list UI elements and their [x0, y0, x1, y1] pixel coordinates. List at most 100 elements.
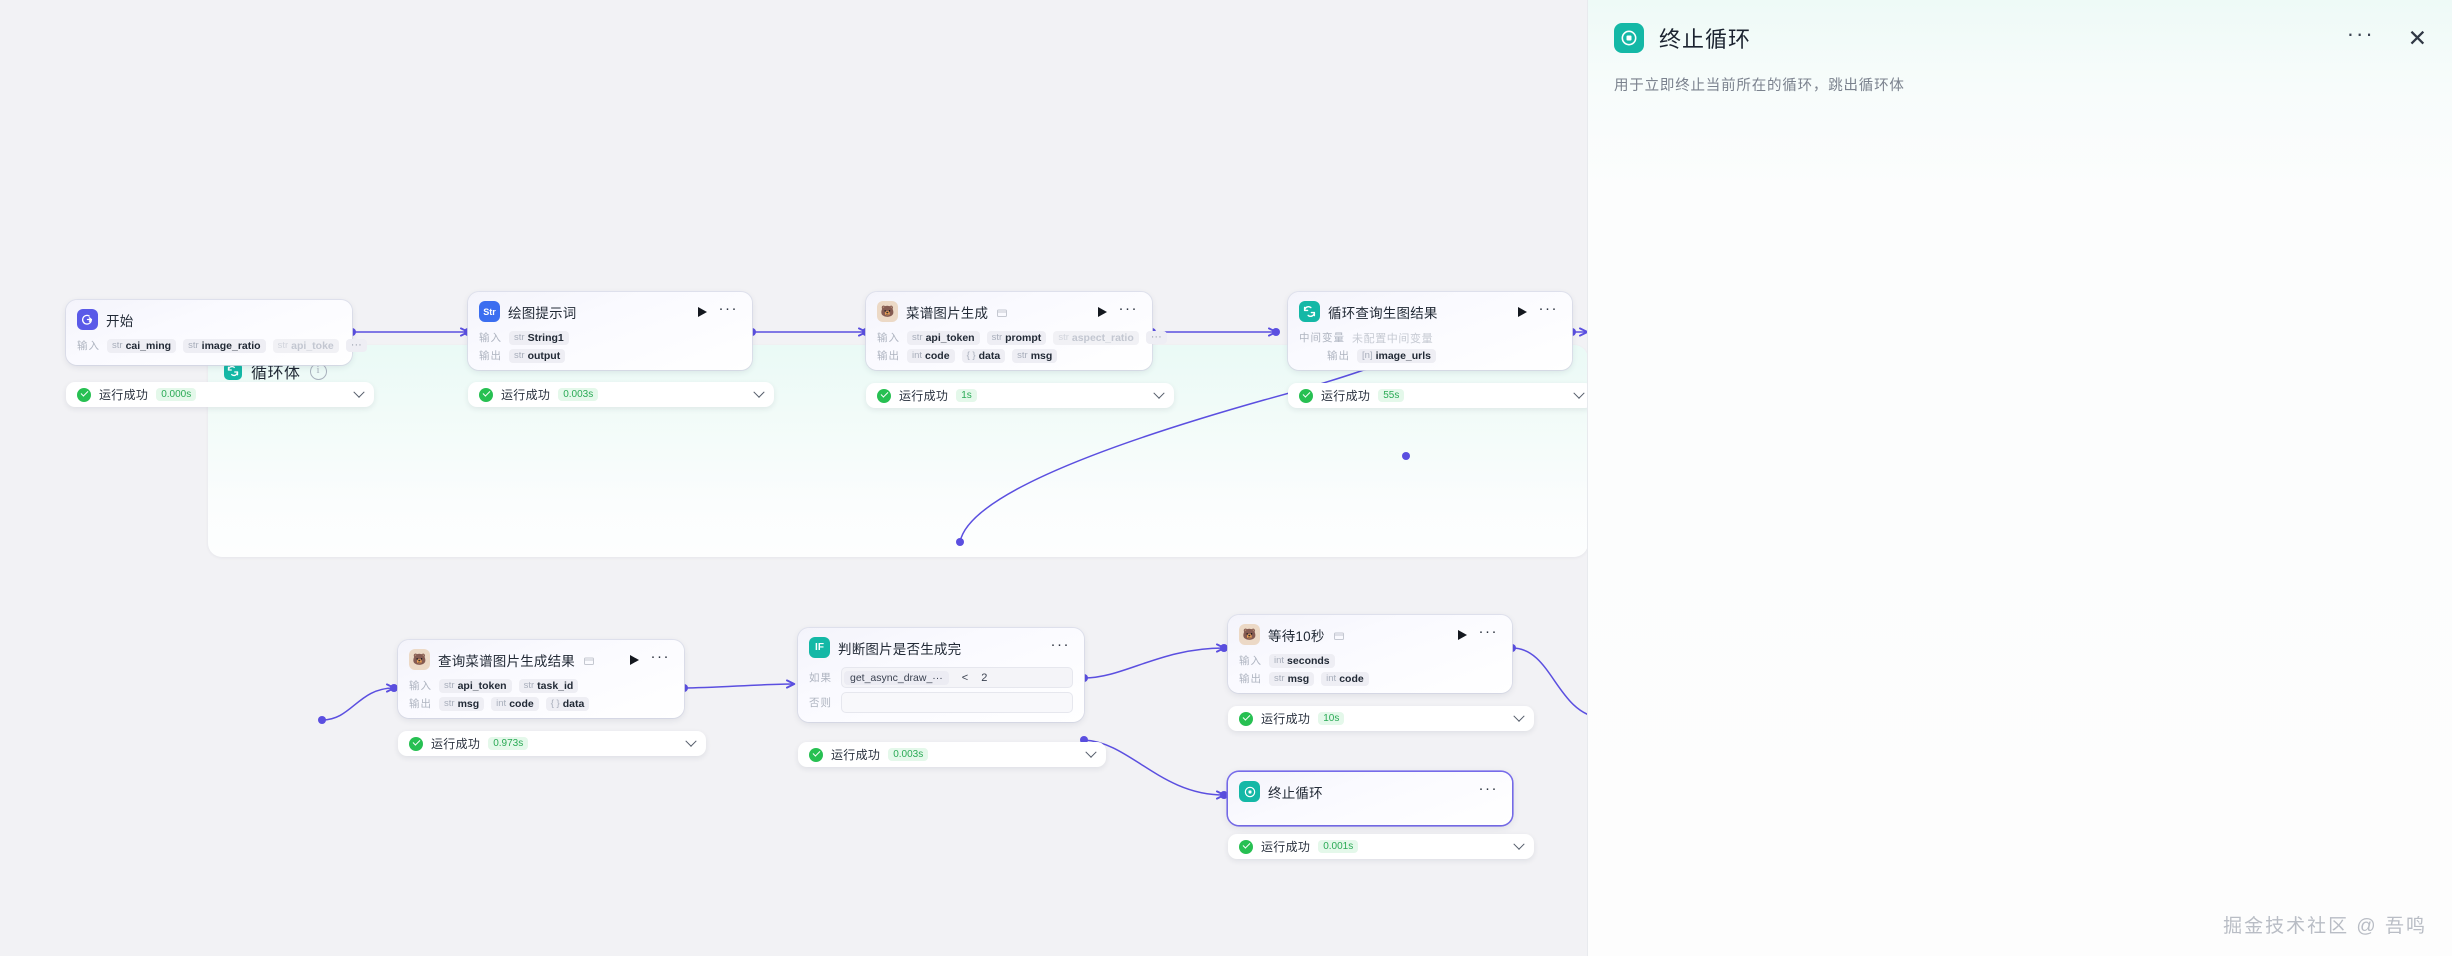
node-header: IF 判断图片是否生成完 ··· — [798, 628, 1084, 662]
chevron-down-icon[interactable] — [1153, 387, 1165, 399]
node-more-button[interactable]: ··· — [1478, 623, 1498, 640]
node-more-button[interactable]: ··· — [1478, 780, 1498, 797]
node-status-loop-query-image[interactable]: 运行成功 55s — [1288, 383, 1587, 408]
node-status-start[interactable]: 运行成功 0.000s — [66, 382, 374, 407]
condition-variable[interactable]: get_async_draw_··· — [844, 670, 949, 685]
node-more-button[interactable]: ··· — [1050, 636, 1070, 653]
io-chip[interactable]: str output — [509, 348, 566, 363]
node-if-image-done[interactable]: IF 判断图片是否生成完 ··· 如果 get_async_draw_··· <… — [798, 628, 1084, 722]
chevron-down-icon[interactable] — [1573, 387, 1585, 399]
io-chip[interactable]: { } data — [545, 696, 590, 711]
io-chip[interactable]: [n] image_urls — [1357, 348, 1437, 363]
io-chip[interactable]: str task_id — [518, 678, 579, 693]
io-chip[interactable]: int code — [907, 348, 955, 363]
chip-type: int — [912, 350, 923, 361]
node-recipe-image-gen[interactable]: 🐻 菜谱图片生成 ··· 输入 str api_token — [866, 292, 1167, 370]
row-label: 输出 — [1327, 350, 1350, 362]
edge-dot — [1568, 328, 1576, 336]
if-label: 如果 — [809, 672, 832, 684]
else-empty-slot[interactable] — [841, 692, 1073, 713]
node-draw-prompt[interactable]: Str 绘图提示词 ··· 输入 str String1 输出 str — [468, 292, 752, 370]
chevron-down-icon[interactable] — [685, 735, 697, 747]
run-node-button[interactable] — [1097, 306, 1107, 317]
io-chip[interactable]: str msg — [1012, 348, 1058, 363]
panel-description: 用于立即终止当前所在的循环，跳出循环体 — [1614, 78, 1905, 94]
io-chip[interactable]: str api_toke — [272, 338, 339, 353]
run-node-button[interactable] — [629, 654, 639, 665]
node-status-terminate-loop[interactable]: 运行成功 0.001s — [1228, 834, 1534, 859]
chip-name: msg — [1287, 672, 1310, 685]
chip-name: code — [509, 697, 534, 710]
edge-dot — [1508, 644, 1516, 652]
start-icon — [77, 309, 98, 330]
overflow-indicator[interactable]: ··· — [345, 339, 367, 352]
node-wait-10s[interactable]: 🐻 等待10秒 ··· 输入 int seconds — [1228, 615, 1512, 693]
run-node-button[interactable] — [697, 306, 707, 317]
node-title: 绘图提示词 — [508, 305, 577, 321]
panel-title: 终止循环 — [1659, 27, 1752, 52]
edge-dot — [1080, 674, 1088, 682]
run-node-button[interactable] — [1517, 306, 1527, 317]
node-terminate-loop[interactable]: 终止循环 ··· — [1228, 772, 1512, 825]
condition-expression[interactable]: get_async_draw_··· < 2 — [841, 667, 1073, 688]
node-status-recipe-image-gen[interactable]: 运行成功 1s — [866, 383, 1174, 408]
stop-circle-icon — [1614, 23, 1644, 53]
close-icon[interactable]: ✕ — [2407, 25, 2427, 51]
chip-name: output — [527, 349, 561, 362]
io-chip[interactable]: str msg — [1269, 671, 1315, 686]
node-body: 输入 str api_token str task_id 输出 str msg … — [398, 674, 684, 720]
io-chip[interactable]: str cai_ming — [107, 338, 177, 353]
node-loop-query-image[interactable]: 循环查询生图结果 ··· 中间变量 未配置中间变量 输出 [n] image_u… — [1288, 292, 1572, 370]
edge-dot — [748, 328, 756, 336]
node-more-button[interactable]: ··· — [718, 300, 738, 317]
condition-operator[interactable]: < — [961, 671, 969, 684]
status-duration: 0.000s — [156, 388, 197, 401]
io-chip[interactable]: str api_token — [907, 330, 980, 345]
chevron-down-icon[interactable] — [753, 386, 765, 398]
run-node-button[interactable] — [1457, 629, 1467, 640]
loop-body-container[interactable]: 循环体 i — [208, 345, 1587, 557]
chevron-down-icon[interactable] — [1085, 746, 1097, 758]
node-more-button[interactable]: ··· — [650, 648, 670, 665]
io-chip[interactable]: int code — [491, 696, 539, 711]
edge-dot — [318, 716, 326, 724]
else-label: 否则 — [809, 697, 832, 709]
condition-value[interactable]: 2 — [981, 671, 988, 684]
io-chip[interactable]: str msg — [439, 696, 485, 711]
chevron-down-icon[interactable] — [1513, 710, 1525, 722]
chevron-down-icon[interactable] — [353, 386, 365, 398]
info-icon[interactable]: i — [309, 362, 327, 380]
overflow-indicator[interactable]: ··· — [1145, 331, 1167, 344]
row-label: 输入 — [1239, 655, 1262, 667]
if-icon: IF — [809, 637, 830, 658]
card-icon — [583, 654, 595, 666]
chevron-down-icon[interactable] — [1513, 838, 1525, 850]
node-more-button[interactable]: ··· — [1118, 300, 1138, 317]
workflow-canvas[interactable]: 循环体 i — [0, 0, 1587, 956]
node-more-button[interactable]: ··· — [1538, 300, 1558, 317]
io-chip[interactable]: str api_token — [439, 678, 512, 693]
chip-name: api_token — [925, 331, 975, 344]
node-status-if-image-done[interactable]: 运行成功 0.003s — [798, 742, 1106, 767]
io-chip[interactable]: int seconds — [1269, 653, 1335, 668]
io-chip[interactable]: str String1 — [509, 330, 569, 345]
mid-var-row: 中间变量 未配置中间变量 — [1299, 330, 1561, 345]
node-status-wait-10s[interactable]: 运行成功 10s — [1228, 706, 1534, 731]
node-query-recipe-image-result[interactable]: 🐻 查询菜谱图片生成结果 ··· 输入 str api_token — [398, 640, 684, 718]
node-title: 循环查询生图结果 — [1328, 305, 1438, 321]
status-duration: 1s — [956, 389, 977, 402]
node-start[interactable]: 开始 输入 str cai_ming str image_ratio str a… — [66, 300, 367, 365]
edge-dot — [390, 684, 398, 692]
node-title: 菜谱图片生成 — [906, 305, 989, 321]
panel-more-button[interactable]: ··· — [2346, 21, 2375, 46]
chip-name: task_id — [537, 679, 574, 692]
node-status-draw-prompt[interactable]: 运行成功 0.003s — [468, 382, 774, 407]
node-status-query-recipe-image-result[interactable]: 运行成功 0.973s — [398, 731, 706, 756]
loop-icon — [224, 362, 242, 380]
io-chip[interactable]: { } data — [961, 348, 1006, 363]
io-chip[interactable]: str aspect_ratio — [1053, 330, 1139, 345]
io-chip[interactable]: str prompt — [986, 330, 1047, 345]
io-chip[interactable]: int code — [1321, 671, 1369, 686]
node-body: 如果 get_async_draw_··· < 2 否则 — [798, 662, 1084, 722]
io-chip[interactable]: str image_ratio — [183, 338, 266, 353]
